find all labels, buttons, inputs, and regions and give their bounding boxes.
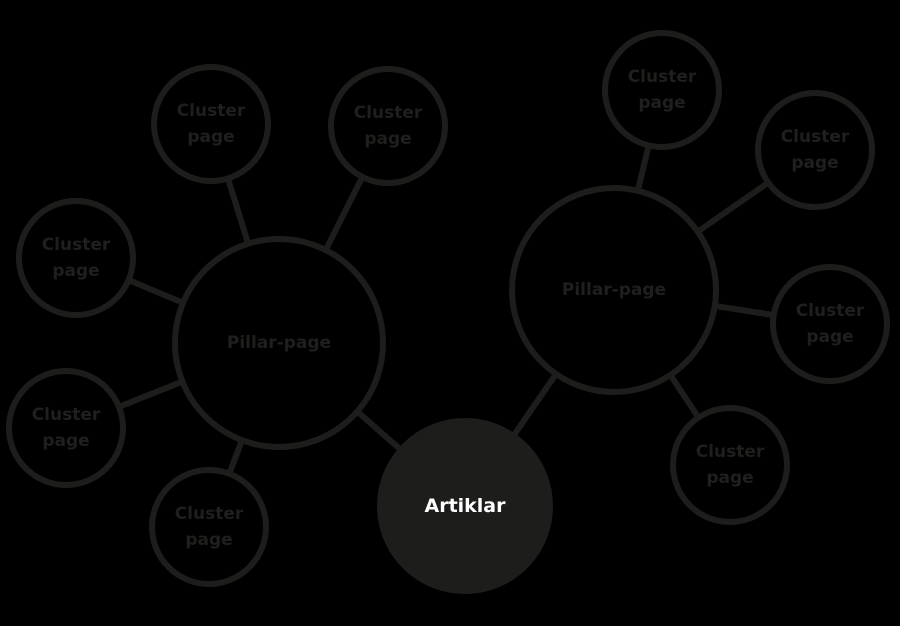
pillar-page-node bbox=[172, 236, 386, 450]
cluster-page-node bbox=[602, 30, 722, 150]
edge-cluster-to-pillar bbox=[225, 177, 252, 245]
edge-cluster-to-pillar bbox=[127, 277, 185, 306]
cluster-page-label-text: Cluster bbox=[795, 301, 865, 321]
cluster-page-label-text: Cluster bbox=[41, 235, 111, 255]
cluster-page-label: Cluster page bbox=[628, 64, 697, 116]
edge-pillar-to-center bbox=[510, 372, 559, 438]
cluster-page-label-text: page bbox=[52, 261, 100, 281]
edge-cluster-to-pillar bbox=[714, 302, 775, 319]
cluster-page-label: Cluster page bbox=[175, 501, 244, 553]
diagram-edges bbox=[117, 144, 775, 475]
edge-pillar-to-center bbox=[355, 409, 404, 453]
cluster-page-node bbox=[151, 64, 271, 184]
cluster-page-node bbox=[670, 405, 790, 525]
cluster-page-label: Cluster page bbox=[177, 98, 246, 150]
cluster-page-label-text: Cluster bbox=[695, 442, 765, 462]
cluster-page-label-text: page bbox=[806, 327, 854, 347]
pillar-page-label: Pillar-page bbox=[562, 280, 666, 300]
edge-cluster-to-pillar bbox=[226, 439, 245, 475]
cluster-page-label-text: page bbox=[185, 530, 233, 550]
cluster-page-label-text: page bbox=[638, 93, 686, 113]
cluster-page-label: Cluster page bbox=[32, 402, 101, 454]
edge-cluster-to-pillar bbox=[695, 180, 770, 235]
cluster-page-label-text: page bbox=[791, 153, 839, 173]
cluster-page-node bbox=[149, 467, 269, 587]
cluster-page-node bbox=[16, 198, 136, 318]
center-label: Artiklar bbox=[424, 495, 505, 517]
edge-cluster-to-pillar bbox=[117, 378, 184, 410]
cluster-page-label-text: Cluster bbox=[353, 103, 423, 123]
cluster-page-label-text: Cluster bbox=[31, 405, 101, 425]
cluster-page-node bbox=[328, 66, 448, 186]
cluster-page-node bbox=[770, 264, 890, 384]
cluster-page-label-text: page bbox=[42, 431, 90, 451]
cluster-page-node bbox=[6, 368, 126, 488]
cluster-page-label-text: page bbox=[187, 127, 235, 147]
cluster-page-label-text: Cluster bbox=[780, 127, 850, 147]
center-label-text: Artiklar bbox=[424, 495, 506, 517]
cluster-page-label-text: Cluster bbox=[176, 101, 246, 121]
edge-cluster-to-pillar bbox=[667, 373, 702, 420]
cluster-page-label: Cluster page bbox=[42, 232, 111, 284]
cluster-page-label: Cluster page bbox=[781, 124, 850, 176]
pillar-page-label-text: Pillar-page bbox=[226, 333, 332, 353]
edge-cluster-to-pillar bbox=[323, 175, 366, 252]
cluster-page-label-text: Cluster bbox=[174, 504, 244, 524]
cluster-page-label-text: page bbox=[364, 129, 412, 149]
center-node bbox=[377, 418, 553, 594]
pillar-page-label-text: Pillar-page bbox=[561, 280, 667, 300]
cluster-page-label: Cluster page bbox=[696, 439, 765, 491]
cluster-page-label-text: page bbox=[706, 468, 754, 488]
edge-cluster-to-pillar bbox=[634, 144, 652, 192]
cluster-page-node bbox=[755, 90, 875, 210]
pillar-page-node bbox=[509, 185, 719, 395]
cluster-page-label: Cluster page bbox=[354, 100, 423, 152]
cluster-page-label-text: Cluster bbox=[627, 67, 697, 87]
diagram-nodes bbox=[6, 30, 890, 594]
cluster-page-label: Cluster page bbox=[796, 298, 865, 350]
pillar-page-label: Pillar-page bbox=[227, 333, 331, 353]
